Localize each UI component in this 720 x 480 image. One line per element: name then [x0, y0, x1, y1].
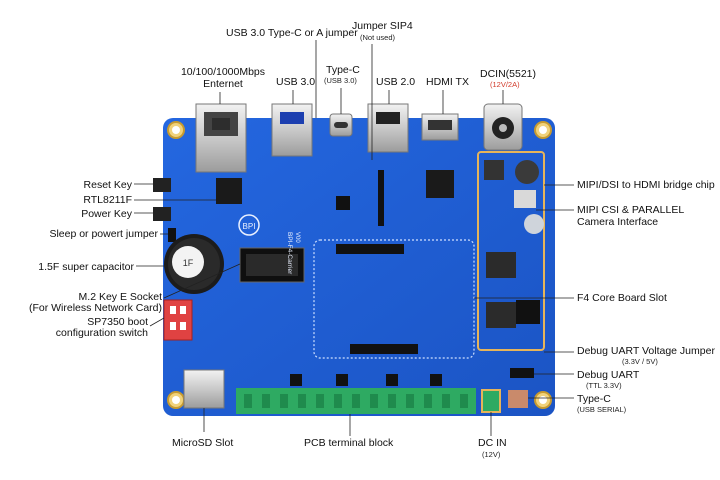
label-power-key: Power Key — [81, 208, 132, 220]
label-mipi-csi-2: Camera Interface — [577, 216, 659, 228]
bridge-chip — [426, 170, 454, 198]
bpi-logo — [238, 214, 260, 236]
super-capacitor: 1F — [164, 234, 224, 294]
rtl8211f-chip — [216, 178, 242, 204]
label-typec-top: Type-C — [326, 64, 360, 76]
label-ethernet-1: 10/100/1000Mbps — [180, 66, 266, 78]
label-m2-socket-2: (For Wireless Network Card) — [28, 302, 162, 314]
dc-in-terminal — [481, 389, 501, 413]
button-2 — [336, 374, 348, 386]
button-3 — [386, 374, 398, 386]
label-dcin: DCIN(5521) — [480, 68, 537, 80]
label-ethernet-2: Enternet — [203, 78, 243, 90]
label-sleep-jumper: Sleep or powert jumper — [49, 228, 158, 240]
label-typec-top-note: (USB 3.0) — [324, 76, 357, 85]
label-jumper-sip4: Jumper SIP4 — [352, 20, 413, 32]
label-dc-in-note: (12V) — [482, 450, 501, 459]
label-dcin-note: (12V/2A) — [490, 80, 520, 89]
reset-key-switch — [153, 178, 171, 192]
label-mipi-csi-1: MIPI CSI & PARALLEL — [577, 204, 685, 216]
label-super-cap: 1.5F super capacitor — [38, 261, 134, 273]
label-debug-uart: Debug UART — [577, 369, 640, 381]
leader-lines — [134, 40, 574, 436]
typec-bottom-port — [508, 390, 528, 408]
label-pcb-terminal: PCB terminal block — [304, 437, 394, 449]
silk-model: BPI-F4-Carrier — [286, 232, 293, 275]
dc-jack — [483, 103, 523, 151]
silk-version: V00 — [294, 232, 300, 243]
label-rtl8211f: RTL8211F — [83, 194, 132, 206]
typec-top-port — [329, 113, 353, 137]
boot-switch — [163, 299, 193, 341]
f4-core-slot — [313, 239, 475, 359]
label-jumper-sip4-note: (Not used) — [360, 33, 396, 42]
power-key-switch — [153, 207, 171, 221]
label-m2-socket-1: M.2 Key E Socket — [78, 291, 162, 303]
usb2-port — [367, 103, 409, 153]
label-dc-in: DC IN — [478, 437, 507, 449]
label-mipi-dsi: MIPI/DSI to HDMI bridge chip — [577, 179, 715, 191]
ethernet-port — [195, 103, 247, 173]
label-usb3-typec-jumper: USB 3.0 Type-C or A jumper — [226, 27, 358, 39]
hdmi-port — [421, 113, 459, 141]
cap-text: 1F — [183, 258, 194, 268]
label-hdmi-tx: HDMI TX — [426, 76, 469, 88]
label-debug-uart-note: (TTL 3.3V) — [586, 381, 622, 390]
label-debug-uart-jumper: Debug UART Voltage Jumper — [577, 345, 715, 357]
label-sp7350-1: SP7350 boot — [87, 316, 148, 328]
label-reset-key: Reset Key — [83, 179, 132, 191]
m2-socket — [239, 247, 305, 283]
sip4-jumper — [336, 196, 350, 210]
label-sp7350-2: configuration switch — [55, 327, 148, 339]
label-typec-bottom: Type-C — [577, 393, 611, 405]
sleep-jumper — [168, 228, 176, 242]
pcb-board — [163, 118, 555, 416]
usb3-port — [271, 103, 313, 157]
label-usb30: USB 3.0 — [276, 76, 316, 88]
debug-uart-header — [510, 368, 534, 378]
button-1 — [290, 374, 302, 386]
mipi-csi-connector — [378, 170, 384, 226]
label-microsd: MicroSD Slot — [172, 437, 234, 449]
svg-text:BPI: BPI — [243, 222, 256, 231]
label-typec-bottom-note: (USB SERIAL) — [577, 405, 627, 414]
label-debug-uart-jumper-note: (3.3V / 5V) — [622, 357, 658, 366]
label-usb20: USB 2.0 — [376, 76, 416, 88]
terminal-block — [236, 388, 476, 414]
inductors — [484, 160, 544, 328]
microsd-slot — [183, 369, 225, 409]
label-f4-slot: F4 Core Board Slot — [577, 292, 667, 304]
button-4 — [430, 374, 442, 386]
power-section-outline — [477, 151, 545, 351]
